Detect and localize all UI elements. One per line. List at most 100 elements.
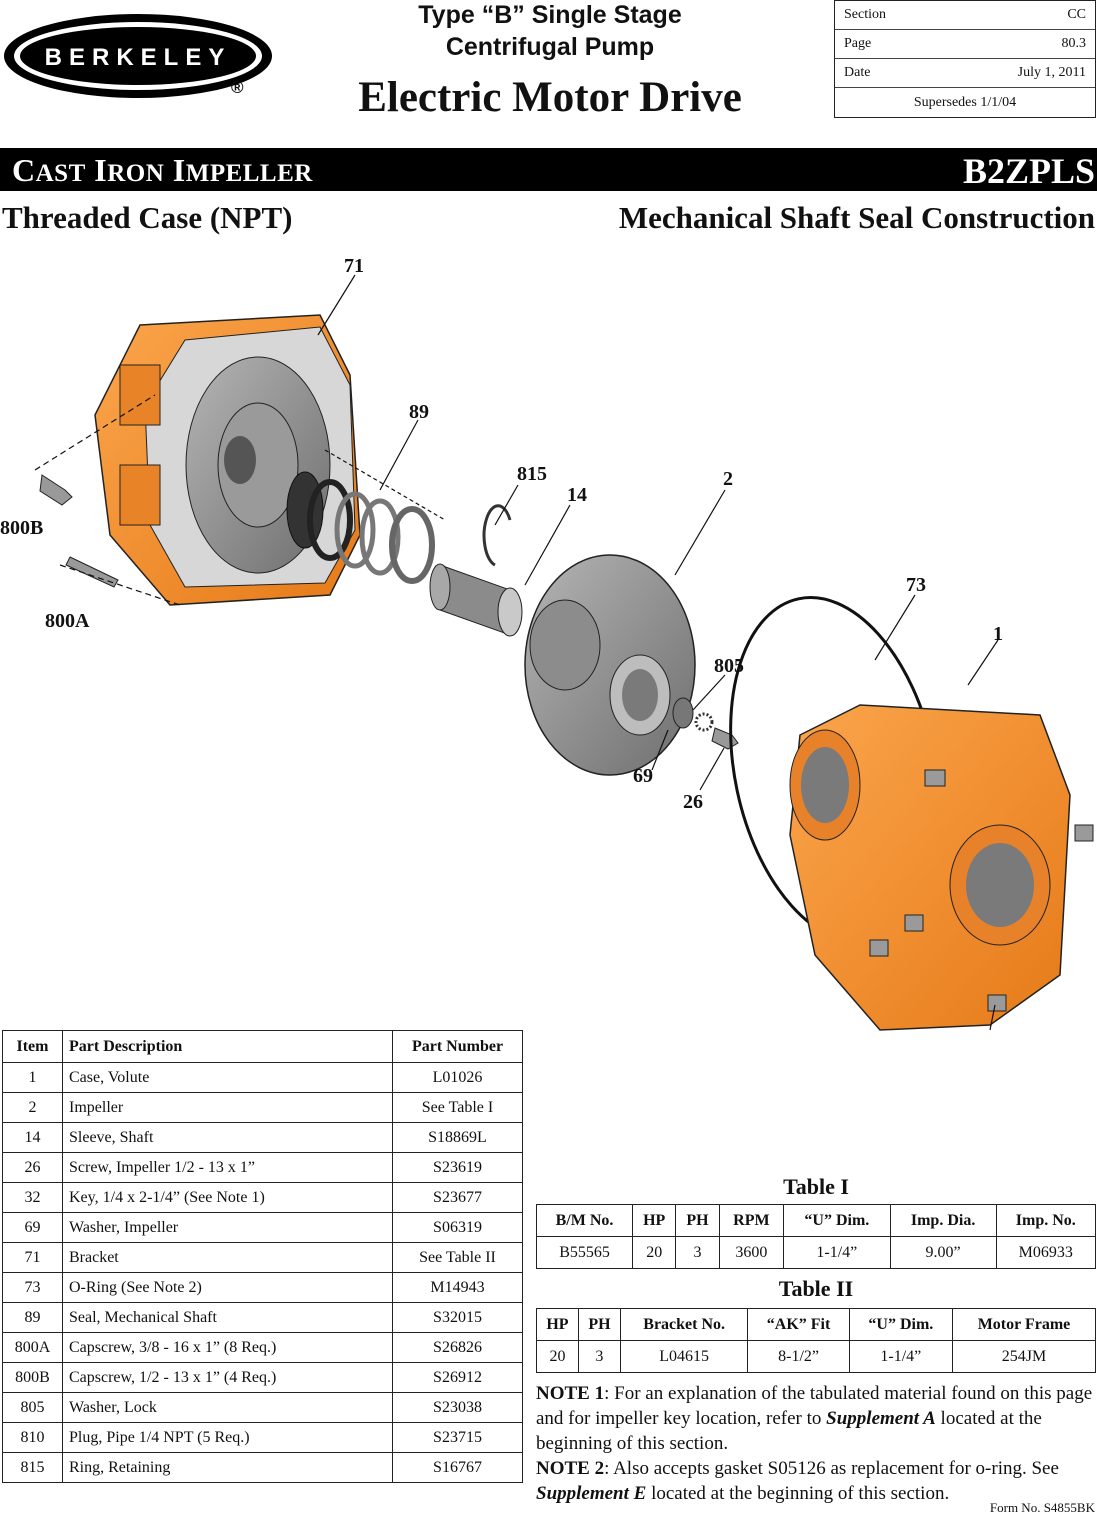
model-number: B2ZPLS bbox=[962, 151, 1095, 191]
form-number: Form No. S4855BK bbox=[989, 1500, 1095, 1515]
t1-h-rpm: RPM bbox=[718, 1204, 785, 1237]
date-value: July 1, 2011 bbox=[1017, 65, 1086, 80]
t1-udim: 1-1/4” bbox=[783, 1236, 891, 1269]
callout-800b: 800B bbox=[0, 517, 43, 539]
note-1-label: NOTE 1 bbox=[536, 1383, 605, 1404]
section-label: Section bbox=[844, 7, 886, 22]
title-line-2: Centrifugal Pump bbox=[445, 33, 655, 61]
table-row: 20 3 L04615 8-1/2” 1-1/4” 254JM bbox=[536, 1340, 1097, 1373]
parts-part-number: S23715 bbox=[392, 1422, 523, 1453]
berkeley-logo: BERKELEY bbox=[4, 14, 272, 98]
t2-udim: 1-1/4” bbox=[848, 1340, 953, 1373]
t1-h-udim: “U” Dim. bbox=[783, 1204, 891, 1237]
date-label: Date bbox=[844, 65, 871, 80]
t1-h-bm: B/M No. bbox=[535, 1204, 634, 1237]
parts-description: Key, 1/4 x 2-1/4” (See Note 1) bbox=[62, 1182, 393, 1213]
banner-title: CAST IRON IMPELLER bbox=[12, 152, 313, 188]
parts-part-number: S16767 bbox=[392, 1452, 523, 1483]
parts-description: Washer, Lock bbox=[62, 1392, 393, 1423]
t1-h-impno: Imp. No. bbox=[995, 1204, 1097, 1237]
parts-part-number: S26826 bbox=[392, 1332, 523, 1363]
lock-washer-part bbox=[694, 712, 714, 732]
parts-description: Case, Volute bbox=[62, 1062, 393, 1093]
table1-header-row: B/M No. HP PH RPM “U” Dim. Imp. Dia. Imp… bbox=[535, 1204, 1097, 1237]
callout-810: 810 bbox=[958, 1031, 988, 1035]
exploded-view-diagram: 71 89 815 14 2 800B 800A 73 1 805 69 26 … bbox=[0, 255, 1094, 1035]
parts-part-number: See Table II bbox=[392, 1242, 523, 1273]
shaft-sleeve-part bbox=[429, 563, 523, 637]
parts-description: Plug, Pipe 1/4 NPT (5 Req.) bbox=[62, 1422, 393, 1453]
subheading-right: Mechanical Shaft Seal Construction bbox=[618, 200, 1095, 235]
date-row: Date July 1, 2011 bbox=[835, 59, 1095, 88]
parts-item: 2 bbox=[2, 1092, 63, 1123]
callout-69: 69 bbox=[633, 765, 653, 787]
t2-h-motorframe: Motor Frame bbox=[951, 1308, 1097, 1341]
supplement-a-ref: Supplement A bbox=[826, 1408, 936, 1429]
page-label: Page bbox=[844, 36, 872, 51]
callout-1: 1 bbox=[993, 623, 1003, 645]
t2-h-akfit: “AK” Fit bbox=[747, 1308, 850, 1341]
callout-815: 815 bbox=[517, 463, 547, 485]
table1: B/M No. HP PH RPM “U” Dim. Imp. Dia. Imp… bbox=[535, 1204, 1097, 1269]
t2-h-ph: PH bbox=[577, 1308, 621, 1341]
product-banner: CAST IRON IMPELLER B2ZPLS bbox=[0, 148, 1097, 191]
parts-item: 73 bbox=[2, 1272, 63, 1303]
parts-description: Capscrew, 1/2 - 13 x 1” (4 Req.) bbox=[62, 1362, 393, 1393]
section-info-box: Section CC Page 80.3 Date July 1, 2011 S… bbox=[834, 0, 1096, 118]
page-row: Page 80.3 bbox=[835, 30, 1095, 59]
section-value: CC bbox=[1067, 7, 1086, 22]
parts-item: 805 bbox=[2, 1392, 63, 1423]
parts-item: 26 bbox=[2, 1152, 63, 1183]
logo-text: BERKELEY bbox=[45, 44, 232, 71]
supplement-e-ref: Supplement E bbox=[536, 1483, 647, 1504]
t1-impno: M06933 bbox=[995, 1236, 1097, 1269]
note-2: NOTE 2: Also accepts gasket S05126 as re… bbox=[536, 1458, 1059, 1504]
parts-item: 810 bbox=[2, 1422, 63, 1453]
header-part-number: Part Number bbox=[392, 1030, 523, 1063]
parts-description: Seal, Mechanical Shaft bbox=[62, 1302, 393, 1333]
page-value: 80.3 bbox=[1061, 36, 1087, 51]
t1-ph: 3 bbox=[675, 1236, 720, 1269]
header-item: Item bbox=[2, 1030, 63, 1063]
t2-hp: 20 bbox=[536, 1340, 579, 1373]
parts-item: 14 bbox=[2, 1122, 63, 1153]
t2-akfit: 8-1/2” bbox=[747, 1340, 850, 1373]
parts-description: Capscrew, 3/8 - 16 x 1” (8 Req.) bbox=[62, 1332, 393, 1363]
parts-part-number: S26912 bbox=[392, 1362, 523, 1393]
capscrew-800a-part bbox=[65, 556, 119, 588]
callout-805: 805 bbox=[714, 655, 744, 677]
t1-h-hp: HP bbox=[632, 1204, 677, 1237]
parts-part-number: See Table I bbox=[392, 1092, 523, 1123]
t1-rpm: 3600 bbox=[718, 1236, 785, 1269]
supersedes-row: Supersedes 1/1/04 bbox=[835, 88, 1095, 117]
callout-71: 71 bbox=[344, 255, 364, 277]
retaining-ring-part bbox=[482, 504, 512, 567]
callout-26: 26 bbox=[683, 791, 703, 813]
notes: NOTE 1: For an explanation of the tabula… bbox=[536, 1381, 1096, 1506]
note-1: NOTE 1: For an explanation of the tabula… bbox=[536, 1383, 1093, 1454]
subheading-left: Threaded Case (NPT) bbox=[2, 200, 293, 235]
t1-h-ph: PH bbox=[675, 1204, 720, 1237]
parts-description: Impeller bbox=[62, 1092, 393, 1123]
callout-2: 2 bbox=[723, 468, 733, 490]
t2-h-udim: “U” Dim. bbox=[848, 1308, 953, 1341]
t1-bm: B55565 bbox=[535, 1236, 634, 1269]
parts-description: Screw, Impeller 1/2 - 13 x 1” bbox=[62, 1152, 393, 1183]
parts-description: Sleeve, Shaft bbox=[62, 1122, 393, 1153]
capscrew-800b-part bbox=[39, 474, 73, 506]
supersedes-text: Supersedes 1/1/04 bbox=[913, 94, 1017, 110]
table1-caption: Table I bbox=[783, 1174, 849, 1199]
parts-description: Ring, Retaining bbox=[62, 1452, 393, 1483]
callout-14: 14 bbox=[567, 484, 587, 506]
parts-part-number: L01026 bbox=[392, 1062, 523, 1093]
